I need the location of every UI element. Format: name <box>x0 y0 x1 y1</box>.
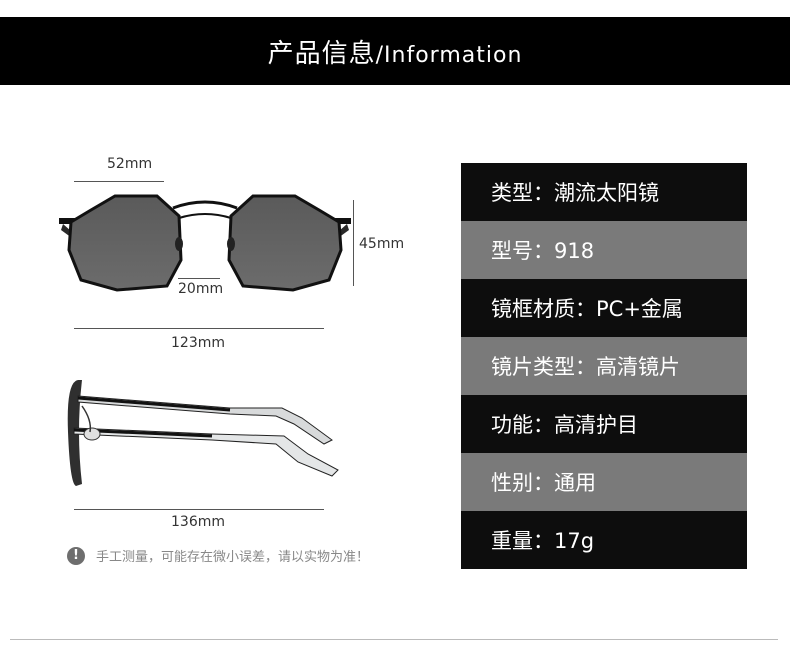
title-cn: 产品信息 <box>267 38 376 69</box>
temple-length-line <box>74 509 324 510</box>
exclamation-icon: ! <box>67 546 85 565</box>
spec-function: 功能：高清护目 <box>491 413 638 437</box>
spec-row-type: 类型：潮流太阳镜 <box>461 163 747 221</box>
left-endpiece <box>59 218 75 224</box>
sunglasses-side-image <box>67 380 339 486</box>
right-endpiece <box>335 218 351 224</box>
sunglasses-front-image <box>59 194 351 292</box>
spec-row-function: 功能：高清护目 <box>461 395 747 453</box>
bridge-label: 20mm <box>178 281 224 297</box>
bridge-bottom <box>178 213 232 219</box>
spec-row-model: 型号：918 <box>461 221 747 279</box>
spec-row-frame-material: 镜框材质：PC+金属 <box>461 279 747 337</box>
spec-row-weight: 重量：17g <box>461 511 747 569</box>
side-nose-pad <box>83 427 101 441</box>
bottom-divider <box>10 639 778 640</box>
header-banner: 产品信息/Information <box>0 17 790 85</box>
left-lens <box>67 194 183 292</box>
bridge-line <box>178 278 220 279</box>
right-lens <box>227 194 343 292</box>
spec-weight: 重量：17g <box>491 529 595 553</box>
bridge-top <box>172 200 238 210</box>
left-nose-pad <box>175 237 183 251</box>
title-en: /Information <box>375 42 523 68</box>
page-title: 产品信息/Information <box>268 33 523 70</box>
spec-gender: 性别：通用 <box>491 471 596 495</box>
upper-temple <box>77 395 333 445</box>
spec-model: 型号：918 <box>491 239 595 263</box>
spec-table: 类型：潮流太阳镜 型号：918 镜框材质：PC+金属 镜片类型：高清镜片 功能：… <box>461 163 747 569</box>
temple-length-label: 136mm <box>171 514 225 530</box>
right-nose-pad <box>227 237 235 251</box>
nose-pad-arm <box>81 405 92 433</box>
frame-width-label: 123mm <box>171 335 225 351</box>
lower-temple <box>73 427 339 477</box>
upper-temple-metal <box>77 396 231 412</box>
spec-row-gender: 性别：通用 <box>461 453 747 511</box>
notice-text: 手工测量，可能存在微小误差，请以实物为准！ <box>96 550 370 565</box>
lens-width-label: 52mm <box>107 156 153 172</box>
spec-frame-material: 镜框材质：PC+金属 <box>491 297 683 321</box>
lens-width-line <box>74 181 164 182</box>
measurement-notice: ! 手工测量，可能存在微小误差，请以实物为准！ <box>67 546 369 565</box>
lens-height-label: 45mm <box>359 236 405 252</box>
lens-height-line <box>353 200 354 286</box>
frame-width-line <box>74 328 324 329</box>
spec-type: 类型：潮流太阳镜 <box>491 181 659 205</box>
spec-row-lens-type: 镜片类型：高清镜片 <box>461 337 747 395</box>
spec-lens-type: 镜片类型：高清镜片 <box>491 355 680 379</box>
